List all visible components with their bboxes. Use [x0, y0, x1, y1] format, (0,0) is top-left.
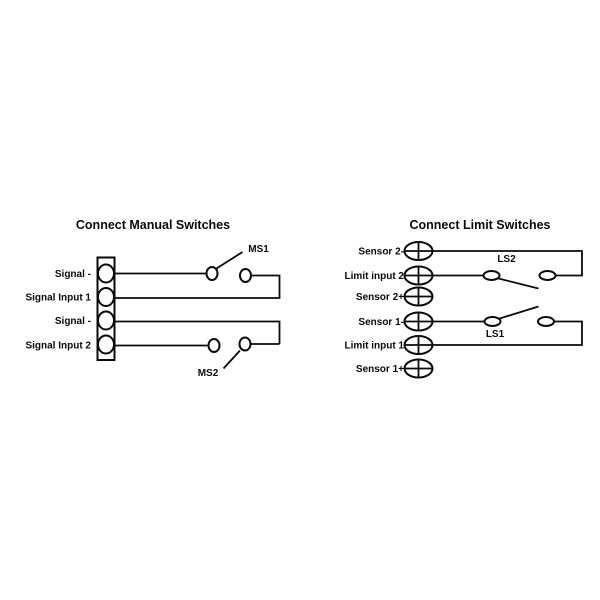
wire-sensor2-minus [432, 250, 583, 277]
limit-terminal-label-1: Sensor 2- [358, 247, 404, 258]
manual-switches-diagram: Connect Manual Switches MS1 MS2 [25, 218, 281, 379]
manual-terminal-label-2: Signal Input 1 [25, 293, 91, 304]
ls2-switch-blade [498, 277, 539, 290]
manual-terminal-label-1: Signal - [55, 269, 91, 280]
manual-terminal-label-4: Signal Input 2 [25, 341, 91, 352]
ms1-label: MS1 [248, 244, 269, 255]
wire-ms1-return [114, 274, 281, 299]
limit-terminal-label-5: Limit input 1 [345, 341, 405, 352]
ms2-label: MS2 [198, 368, 219, 379]
manual-terminal-label-3: Signal - [55, 316, 91, 327]
limit-terminal-4 [403, 311, 434, 332]
ms1-contact-left [205, 266, 219, 281]
manual-terminal-3 [97, 310, 115, 331]
manual-terminal-4 [97, 334, 115, 355]
limit-terminal-label-6: Sensor 1+ [356, 364, 404, 375]
ls1-contact-left [483, 316, 502, 327]
ls2-contact-right [538, 270, 557, 281]
limit-terminal-1 [403, 241, 434, 261]
limit-terminal-label-2: Limit input 2 [345, 271, 405, 282]
ms1-switch-blade [216, 251, 243, 270]
limit-terminal-2 [403, 265, 434, 286]
limit-terminal-6 [403, 358, 434, 379]
limit-switches-title: Connect Limit Switches [410, 218, 551, 232]
limit-terminal-5-cross [404, 336, 433, 354]
ls2-contact-left [482, 270, 501, 281]
ms2-switch-blade [222, 349, 241, 370]
terminal-block [96, 256, 116, 361]
ls1-label: LS1 [486, 329, 505, 340]
ms2-contact-left [207, 338, 221, 353]
manual-terminal-1 [97, 263, 115, 284]
limit-terminal-label-3: Sensor 2+ [356, 292, 404, 303]
limit-terminal-1-cross [404, 242, 433, 260]
limit-terminal-6-cross [404, 359, 433, 378]
manual-switches-title: Connect Manual Switches [76, 218, 230, 232]
limit-terminal-3-cross [404, 287, 433, 306]
ms1-contact-right [239, 268, 252, 283]
manual-terminal-2 [97, 287, 115, 307]
limit-switches-diagram: Connect Limit Switches LS2 LS1 [345, 218, 583, 379]
wire-limit-input-1 [432, 320, 583, 346]
limit-terminal-5 [403, 335, 434, 355]
wire-signal-minus-2 [114, 320, 281, 344]
ms2-contact-right [238, 336, 252, 352]
limit-terminal-label-4: Sensor 1- [358, 317, 404, 328]
limit-terminal-2-cross [404, 266, 433, 285]
limit-terminal-3 [403, 286, 434, 307]
ls1-contact-right [537, 316, 555, 327]
ls1-switch-blade [499, 305, 539, 320]
limit-terminal-4-cross [404, 312, 433, 331]
ls2-label: LS2 [497, 254, 516, 265]
